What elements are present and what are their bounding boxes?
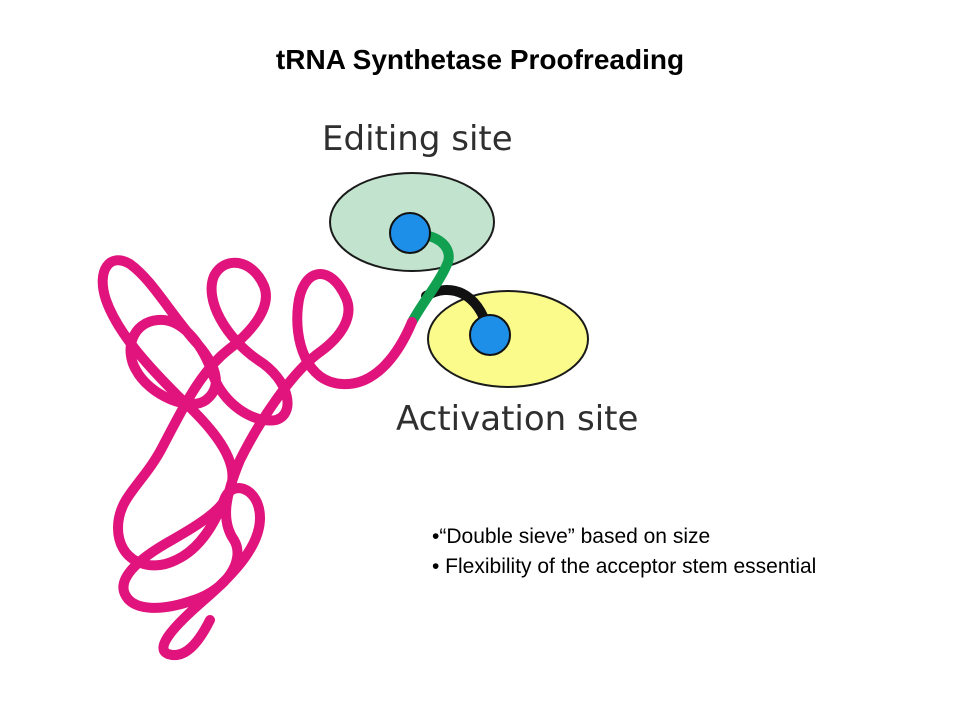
acceptor-stem-arm	[407, 229, 454, 327]
editing-site-aminoacid	[389, 212, 431, 254]
activation-site-label: Activation site	[396, 399, 638, 439]
trna-strand	[97, 255, 417, 661]
bullet-acceptor-flexibility: • Flexibility of the acceptor stem essen…	[432, 555, 817, 578]
bullet-list: •“Double sieve” based on size • Flexibil…	[432, 522, 816, 582]
bullet-double-sieve: •“Double sieve” based on size	[432, 525, 711, 548]
slide-title: tRNA Synthetase Proofreading	[275, 44, 685, 75]
activation-site-aminoacid	[469, 314, 511, 356]
editing-site-label: Editing site	[322, 119, 513, 159]
